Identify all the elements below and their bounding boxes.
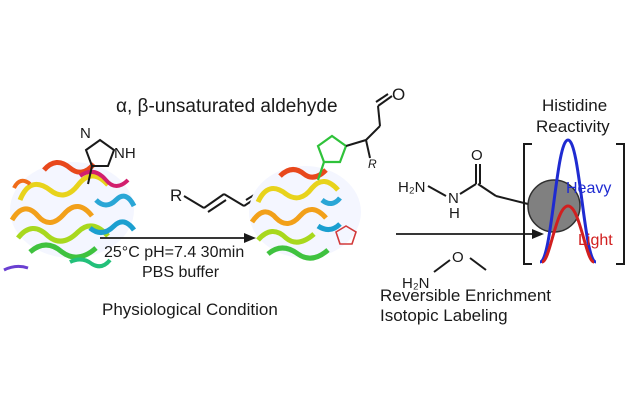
- aldehyde-r-label: R: [170, 186, 182, 205]
- physiological-condition-label: Physiological Condition: [102, 300, 278, 319]
- conditions-label-line2: PBS buffer: [142, 264, 220, 281]
- imidazole-n-label: N: [80, 125, 91, 142]
- hydrazide-h2n-label: H₂N: [398, 179, 426, 196]
- protein-structure-right: [249, 93, 393, 261]
- product-aldehyde-o-label: O: [392, 85, 405, 104]
- workup-label-line1: Reversible Enrichment: [380, 286, 552, 305]
- light-peak: [541, 204, 595, 264]
- hydrazide-h-label: H: [449, 205, 460, 222]
- readout-bracket: [523, 143, 625, 265]
- hydrazide-n-label: N: [448, 190, 459, 207]
- hydrazide-probe: [427, 164, 529, 205]
- reaction-arrow-2: [396, 229, 544, 239]
- protein-structure-left: [3, 138, 137, 272]
- readout-title-line2: Reactivity: [536, 117, 610, 136]
- reagent-label: α, β-unsaturated aldehyde: [116, 96, 338, 117]
- imidazole-nh-label: NH: [114, 145, 136, 162]
- conditions-label-line1: 25°C pH=7.4 30min: [104, 244, 245, 261]
- methoxyamine: [433, 257, 487, 273]
- workup-label-line2: Isotopic Labeling: [380, 306, 508, 325]
- heavy-label: Heavy: [566, 180, 612, 197]
- reaction-arrow-1: [100, 233, 256, 243]
- heavy-peak: [538, 138, 598, 264]
- product-r-label: R: [368, 157, 377, 171]
- amine-o-label: O: [452, 249, 464, 266]
- readout-title-line1: Histidine: [542, 96, 608, 115]
- amine-h2n-label: H₂N: [402, 275, 430, 292]
- light-label: Light: [578, 232, 613, 249]
- hydrazide-o-label: O: [471, 147, 483, 164]
